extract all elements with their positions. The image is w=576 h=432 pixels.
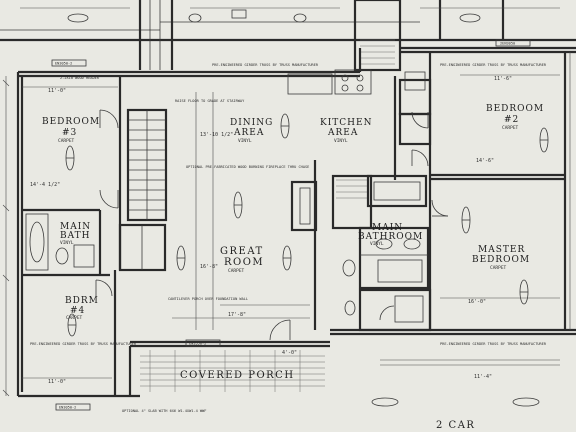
fixtures xyxy=(25,69,426,323)
truss-note-right: PRE-ENGINEERED GIRDER TRUSS BY TRUSS MAN… xyxy=(440,63,547,67)
dim-dining: 13'-10 1/2" xyxy=(200,132,233,138)
window-tag-center: EN3550-2 xyxy=(189,342,206,346)
room-labels: BEDROOM #3 CARPET DINING AREA VINYL KITC… xyxy=(42,104,544,431)
master-name2: BEDROOM xyxy=(472,255,530,265)
porch-slab-note: OPTIONAL 4" SLAB WITH 6X6 W1.4XW1.4 WWF xyxy=(122,409,206,413)
dim-bedroom3: 11'-0" xyxy=(48,88,66,94)
window-tags: EN3050-2 EN3050-2 EN3550-2 2EN3050 xyxy=(51,39,531,411)
dim-bedroom4: 11'-0" xyxy=(48,379,66,385)
dining-name: DINING xyxy=(230,118,273,128)
dimension-lines xyxy=(2,52,571,397)
dim-master: 16'-0" xyxy=(468,299,486,305)
main-bathroom-name2: BATHROOM xyxy=(358,232,423,242)
bedroom3-name: BEDROOM xyxy=(42,117,100,127)
main-bathroom-name: MAIN xyxy=(372,223,403,233)
truss-note-left: PRE-ENGINEERED GIRDER TRUSS BY TRUSS MAN… xyxy=(30,342,137,346)
master-name: MASTER xyxy=(478,245,525,255)
main-bathroom-floor: VINYL xyxy=(370,241,384,247)
main-bath-name2: BATH xyxy=(60,231,90,241)
dim-porch: 4'-0" xyxy=(282,350,297,356)
exterior-walls xyxy=(16,46,576,398)
bedroom4-name: BDRM xyxy=(65,296,99,306)
kitchen-floor: VINYL xyxy=(334,138,348,144)
window-tag-top-left: EN3050-2 xyxy=(55,62,72,66)
dim-bedroom2: 11'-6" xyxy=(494,76,512,82)
ceiling-light-icons xyxy=(65,13,549,407)
top-strip xyxy=(0,0,576,72)
main-bath-floor: VINYL xyxy=(60,240,74,246)
dim-mid-span: 17'-8" xyxy=(228,312,246,318)
dining-name2: AREA xyxy=(233,128,264,138)
garage-name: 2 CAR xyxy=(436,420,475,431)
truss-note-right-low: PRE-ENGINEERED GIRDER TRUSS BY TRUSS MAN… xyxy=(440,342,547,346)
bedroom3-number: #3 xyxy=(62,128,77,138)
bedroom3-floor: CARPET xyxy=(58,138,75,144)
great-room-floor: CARPET xyxy=(228,268,245,274)
dining-floor: VINYL xyxy=(238,138,252,144)
header-note: 2-2X10 WOOD HEADER xyxy=(60,76,100,80)
bedroom4-number: #4 xyxy=(70,306,85,316)
main-bath-name: MAIN xyxy=(60,222,91,232)
dim-great: 16'-8" xyxy=(200,264,218,270)
master-floor: CARPET xyxy=(490,265,507,271)
window-tag-bottom-left: EN3050-2 xyxy=(59,406,76,410)
kitchen-name: KITCHEN xyxy=(320,118,372,128)
dim-left-span: 14'-4 1/2" xyxy=(30,182,60,188)
bedroom2-number: #2 xyxy=(504,115,519,125)
annotations: PRE-ENGINEERED GIRDER TRUSS BY TRUSS MAN… xyxy=(30,63,547,413)
porch-name: COVERED PORCH xyxy=(180,370,295,381)
dimension-text: 13'-10 1/2" 16'-8" 14'-4 1/2" 17'-8" 14'… xyxy=(30,76,512,385)
interior-walls xyxy=(22,52,565,396)
door-swings xyxy=(95,109,449,341)
porch-hatch xyxy=(140,350,325,392)
great-room-name2: ROOM xyxy=(224,257,264,268)
kitchen-name2: AREA xyxy=(327,128,358,138)
dim-garage: 11'-4" xyxy=(474,374,492,380)
fireplace-note: OPTIONAL PRE-FABRICATED WOOD BURNING FIR… xyxy=(186,165,309,169)
bedroom4-floor: CARPET xyxy=(66,315,83,321)
stair-note: RAISE FLOOR TO GRADE AT STAIRWAY xyxy=(175,99,245,103)
great-room-name: GREAT xyxy=(220,246,264,257)
truss-note-top: PRE-ENGINEERED GIRDER TRUSS BY TRUSS MAN… xyxy=(212,63,319,67)
bedroom2-name: BEDROOM xyxy=(486,104,544,114)
bedroom2-floor: CARPET xyxy=(502,125,519,131)
dim-master-side: 14'-6" xyxy=(476,158,494,164)
window-tag-right: 2EN3050 xyxy=(500,42,515,46)
cantilever-note: CANTILEVER PORCH OVER FOUNDATION WALL xyxy=(168,297,248,301)
